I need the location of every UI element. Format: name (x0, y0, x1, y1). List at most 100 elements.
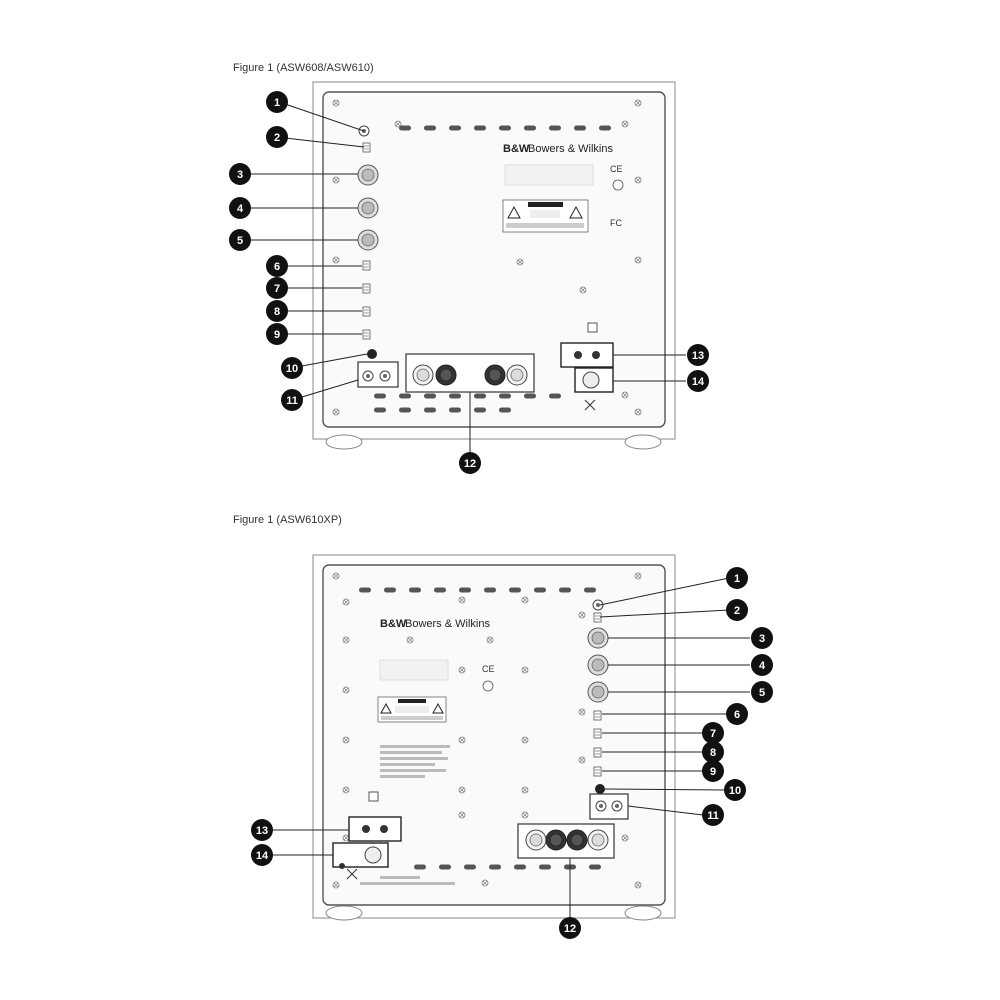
leader-lines (245, 103, 686, 460)
brand-logo: B&W Bowers & Wilkins (380, 618, 490, 630)
phase-switch-icon[interactable] (362, 329, 371, 340)
mains-fuse-group (574, 367, 614, 393)
eq-switch-icon[interactable] (362, 306, 371, 317)
svg-text:7: 7 (274, 283, 280, 295)
weee-bin-icon (346, 868, 358, 880)
crossover-freq-knob-icon[interactable] (587, 681, 609, 703)
svg-text:2: 2 (734, 605, 740, 617)
svg-text:10: 10 (729, 785, 741, 797)
svg-text:2: 2 (274, 132, 280, 144)
crossover-filter-switch-icon[interactable] (593, 710, 602, 721)
line-input-left-icon[interactable] (595, 800, 607, 812)
volume-speaker-knob-icon[interactable] (357, 197, 379, 219)
svg-text:8: 8 (274, 306, 280, 318)
weee-bin-icon (584, 399, 596, 411)
svg-text:5: 5 (237, 235, 243, 247)
figure-top: B&W Bowers & Wilkins CE FC (229, 81, 709, 474)
foot-right (624, 434, 662, 450)
inlet-pin-icon (362, 825, 370, 833)
terminal-icon[interactable] (484, 364, 506, 386)
iec-power-inlet (348, 816, 402, 842)
svg-text:1: 1 (274, 97, 280, 109)
crossover-freq-knob-icon[interactable] (357, 229, 379, 251)
svg-text:6: 6 (274, 261, 280, 273)
line-input-right-icon[interactable] (611, 800, 623, 812)
fine-print-block (380, 745, 450, 778)
svg-text:4: 4 (237, 203, 244, 215)
brand-logo: B&W Bowers & Wilkins (503, 143, 613, 155)
terminal-icon[interactable] (566, 829, 588, 851)
bass-extension-switch-icon[interactable] (362, 283, 371, 294)
caution-label (502, 199, 589, 233)
svg-text:9: 9 (710, 766, 716, 778)
svg-text:3: 3 (237, 169, 243, 181)
svg-text:11: 11 (286, 395, 298, 407)
svg-text:Bowers & Wilkins: Bowers & Wilkins (528, 143, 613, 155)
volume-speaker-knob-icon[interactable] (587, 654, 609, 676)
fuse-holder-icon[interactable] (364, 846, 382, 864)
ce-mark: CE (610, 164, 623, 174)
bottom-fine-print (360, 876, 455, 885)
leader-lines (270, 577, 750, 920)
svg-text:6: 6 (734, 709, 740, 721)
right-control-column (587, 599, 629, 820)
svg-text:B&W: B&W (503, 143, 530, 155)
figure-caption-bottom: Figure 1 (ASW610XP) (233, 514, 342, 526)
line-input-right-icon[interactable] (379, 370, 391, 382)
callouts: 1 2 3 4 5 6 7 8 9 10 11 12 13 14 (229, 91, 709, 474)
terminal-icon[interactable] (506, 364, 528, 386)
certification-mark (482, 680, 494, 692)
volume-line-knob-icon[interactable] (357, 164, 379, 186)
figure-caption-top: Figure 1 (ASW608/ASW610) (233, 62, 374, 74)
trigger-socket-icon[interactable] (367, 349, 377, 359)
status-switch-icon[interactable] (593, 612, 602, 623)
svg-text:5: 5 (759, 687, 765, 699)
svg-text:14: 14 (256, 850, 269, 862)
terminal-icon[interactable] (587, 829, 609, 851)
bass-extension-switch-icon[interactable] (593, 728, 602, 739)
trigger-socket-icon[interactable] (595, 784, 605, 794)
eq-switch-icon[interactable] (593, 747, 602, 758)
foot-left (325, 434, 363, 450)
svg-text:Bowers & Wilkins: Bowers & Wilkins (405, 618, 490, 630)
vent-slots-top (399, 125, 611, 131)
svg-text:14: 14 (692, 376, 705, 388)
fuse-holder-icon[interactable] (582, 371, 600, 389)
svg-text:13: 13 (692, 350, 704, 362)
phase-switch-icon[interactable] (593, 766, 602, 777)
terminal-icon[interactable] (412, 364, 434, 386)
speaker-level-terminals (517, 823, 615, 859)
svg-text:1: 1 (734, 573, 740, 585)
volume-line-knob-icon[interactable] (587, 627, 609, 649)
terminal-icon[interactable] (435, 364, 457, 386)
svg-text:4: 4 (759, 660, 766, 672)
inlet-pin-icon (574, 351, 582, 359)
crossover-filter-switch-icon[interactable] (362, 260, 371, 271)
figure-bottom: B&W Bowers & Wilkins CE (251, 554, 773, 939)
svg-text:3: 3 (759, 633, 765, 645)
inlet-pin-icon (380, 825, 388, 833)
amplifier-panel (322, 564, 666, 906)
svg-text:10: 10 (286, 363, 298, 375)
certification-mark (612, 179, 624, 191)
svg-text:13: 13 (256, 825, 268, 837)
svg-text:7: 7 (710, 728, 716, 740)
status-switch-icon[interactable] (362, 142, 371, 153)
caution-label (377, 696, 447, 723)
svg-text:9: 9 (274, 329, 280, 341)
serial-label-area (504, 164, 594, 186)
terminal-icon[interactable] (545, 829, 567, 851)
power-section (332, 791, 402, 880)
ce-mark: CE (482, 664, 495, 674)
svg-text:12: 12 (464, 458, 476, 470)
svg-text:B&W: B&W (380, 618, 407, 630)
foot-right (624, 905, 662, 921)
terminal-icon[interactable] (525, 829, 547, 851)
left-control-column (357, 125, 399, 388)
speaker-level-terminals (405, 353, 535, 393)
power-section (560, 322, 614, 411)
serial-label-area (379, 659, 449, 681)
line-input-left-icon[interactable] (362, 370, 374, 382)
callouts: 1 2 3 4 5 6 7 8 9 10 11 12 13 14 (251, 567, 773, 939)
inlet-pin-icon (592, 351, 600, 359)
